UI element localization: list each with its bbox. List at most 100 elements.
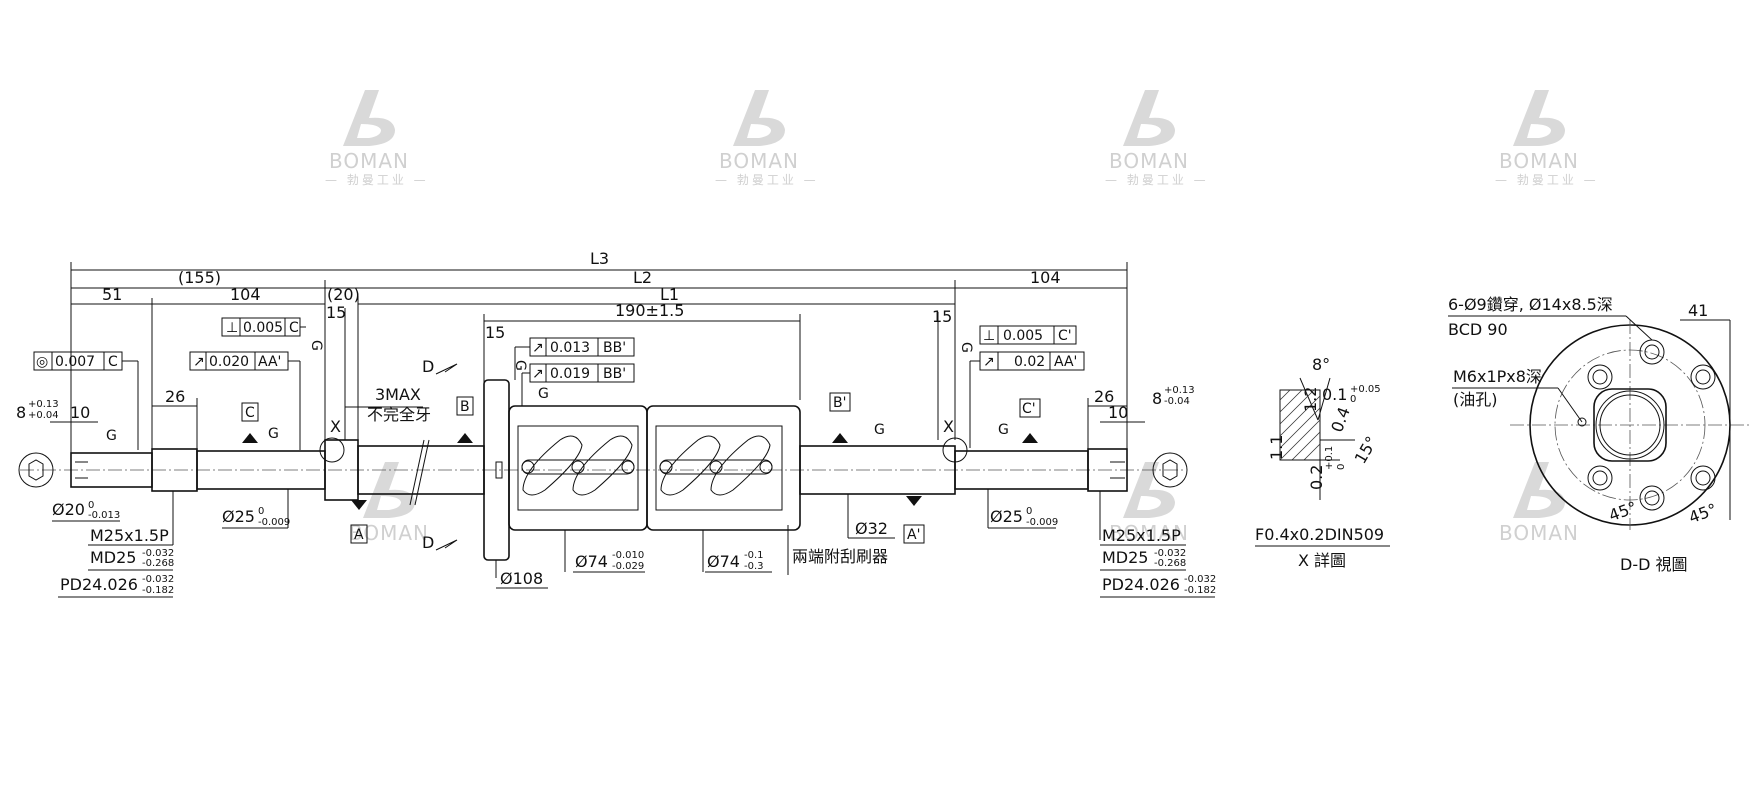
- tap-note: M6x1Px8深: [1453, 367, 1542, 386]
- x-mark-right: X: [943, 417, 954, 436]
- dim-dia20-up: 0: [88, 500, 94, 511]
- tol-runout-left-value: 0.020: [209, 354, 249, 370]
- dim-26-left: 26: [165, 387, 185, 406]
- svg-text:↗: ↗: [193, 354, 205, 370]
- watermark-brand: BOMAN: [1109, 521, 1189, 545]
- detail-0-4: 0.4: [1327, 404, 1354, 434]
- svg-text:◎: ◎: [36, 354, 48, 370]
- dim-dia74b-up: -0.1: [744, 550, 764, 561]
- tol-runout-right-ref: AA': [1054, 354, 1077, 370]
- dim-15-right: 15: [932, 307, 952, 326]
- x-mark-left: X: [330, 417, 341, 436]
- dim-10-right: 10: [1108, 403, 1128, 422]
- g-mark: G: [512, 360, 528, 371]
- detail-1-2: 1.2: [1301, 387, 1320, 412]
- dim-dia25-left: Ø25: [222, 507, 255, 526]
- dim-190: 190±1.5: [615, 301, 684, 320]
- three-max-label: 3MAX: [375, 385, 421, 404]
- dim-dia25-right-lo: -0.009: [1026, 517, 1058, 528]
- angle-45-left: 45°: [1606, 498, 1639, 526]
- dim-dia74a: Ø74: [575, 552, 608, 571]
- md-right: MD25: [1102, 548, 1148, 567]
- svg-text:⊥: ⊥: [226, 320, 238, 336]
- watermark-sub: — 勃曼工业 —: [1495, 173, 1599, 187]
- g-mark: G: [308, 340, 324, 351]
- detail-x-view: 8° 0.1 +0.05 0 1.1 1.2 0.4 0.2 +0.1 0 15…: [1255, 355, 1390, 570]
- dim-dia74b-lo: -0.3: [744, 561, 764, 572]
- incomplete-thread-label: 不完全牙: [367, 405, 431, 424]
- wiper-note: 兩端附刮刷器: [792, 547, 888, 566]
- watermark-sub: — 勃曼工业 —: [325, 173, 429, 187]
- pd-left: PD24.026: [60, 575, 138, 594]
- top-dimensions: L3 (155) L2 104 51 104 (20) L1 190±1.5 1…: [70, 249, 1128, 460]
- detail-0-1-lo: 0: [1350, 394, 1356, 405]
- watermark-sub: — 勃曼工业 —: [715, 173, 819, 187]
- watermark-brand: BOMAN: [1109, 149, 1189, 173]
- detail-0-1-up: +0.05: [1350, 384, 1381, 395]
- svg-text:↗: ↗: [983, 354, 995, 370]
- tol-concentric-left-value: 0.007: [55, 354, 95, 370]
- tol-runout-right-value: 0.02: [1014, 354, 1045, 370]
- detail-1-1: 1.1: [1267, 435, 1286, 460]
- dim-dia32: Ø32: [855, 519, 888, 538]
- g-mark: G: [538, 386, 549, 402]
- dim-L1: L1: [660, 285, 679, 304]
- detail-x-title: X 詳圖: [1298, 551, 1346, 570]
- dim-L2: L2: [633, 268, 652, 287]
- g-mark: G: [268, 426, 279, 442]
- watermark-brand: BOMAN: [1499, 521, 1579, 545]
- svg-text:⊥: ⊥: [983, 328, 995, 344]
- dim-8-right-tol-lo: -0.04: [1164, 396, 1190, 407]
- dim-26-right: 26: [1094, 387, 1114, 406]
- md-left-lo: -0.268: [142, 558, 174, 569]
- dim-dia74a-lo: -0.029: [612, 561, 644, 572]
- tol-runout-nut1-ref: BB': [603, 340, 626, 356]
- dim-dia20: Ø20: [52, 500, 85, 519]
- dim-15-left: 15: [326, 303, 346, 322]
- pd-left-up: -0.032: [142, 574, 174, 585]
- left-annotations: ⊥ 0.005 C ↗ 0.020 AA' ◎ 0.007 C 8 +0.13 …: [16, 317, 474, 598]
- section-D-bottom: D: [422, 533, 434, 552]
- g-mark: G: [998, 422, 1009, 438]
- dim-L3: L3: [590, 249, 609, 268]
- detail-angle-8: 8°: [1312, 355, 1330, 374]
- dim-dia25-right-up: 0: [1026, 506, 1032, 517]
- dim-10-left: 10: [70, 403, 90, 422]
- watermark-brand: BOMAN: [329, 149, 409, 173]
- return-tubes: [521, 435, 773, 496]
- svg-text:↗: ↗: [532, 340, 544, 356]
- dim-dia25-right: Ø25: [990, 507, 1023, 526]
- tol-runout-nut2-ref: BB': [603, 366, 626, 382]
- g-mark: G: [106, 428, 117, 444]
- bcd-note: BCD 90: [1448, 320, 1508, 339]
- flange-holes: [1577, 339, 1716, 511]
- detail-note: F0.4x0.2DIN509: [1255, 525, 1384, 544]
- dim-8-left: 8: [16, 403, 26, 422]
- dim-104-left: 104: [230, 285, 261, 304]
- thread-right: M25x1.5P: [1102, 526, 1181, 545]
- datum-B: B: [460, 399, 470, 415]
- md-left: MD25: [90, 548, 136, 567]
- datum-Bprime: B': [833, 395, 846, 411]
- dim-8-left-tol-up: +0.13: [28, 399, 59, 410]
- dim-dia74a-up: -0.010: [612, 550, 644, 561]
- datum-C: C: [245, 405, 255, 421]
- watermark-group: BOMAN — 勃曼工业 — BOMAN — 勃曼工业 — BOMAN — 勃曼…: [325, 90, 1599, 545]
- section-dd-view: 41 6-Ø9鑽穿, Ø14x8.5深 BCD 90 M6x1Px8深 (油孔)…: [1448, 295, 1750, 574]
- section-D-top: D: [422, 357, 434, 376]
- tol-runout-nut1-value: 0.013: [550, 340, 590, 356]
- dim-104-right: 104: [1030, 268, 1061, 287]
- g-mark: G: [874, 422, 885, 438]
- watermark-brand: BOMAN: [1499, 149, 1579, 173]
- pd-right-up: -0.032: [1184, 574, 1216, 585]
- md-right-lo: -0.268: [1154, 558, 1186, 569]
- screw-shaft: X X: [18, 379, 1188, 561]
- tol-runout-left-ref: AA': [258, 354, 281, 370]
- g-mark: G: [958, 342, 974, 353]
- right-annotations: ⊥ 0.005 C' ↗ 0.02 AA' G C' G 26 10 8 +0.…: [958, 325, 1216, 598]
- thread-left: M25x1.5P: [90, 526, 169, 545]
- holes-note: 6-Ø9鑽穿, Ø14x8.5深: [1448, 295, 1613, 314]
- middle-annotations: ↗ 0.013 BB' ↗ 0.019 BB' G G Ø108 Ø74 -0.…: [495, 337, 925, 589]
- pd-right: PD24.026: [1102, 575, 1180, 594]
